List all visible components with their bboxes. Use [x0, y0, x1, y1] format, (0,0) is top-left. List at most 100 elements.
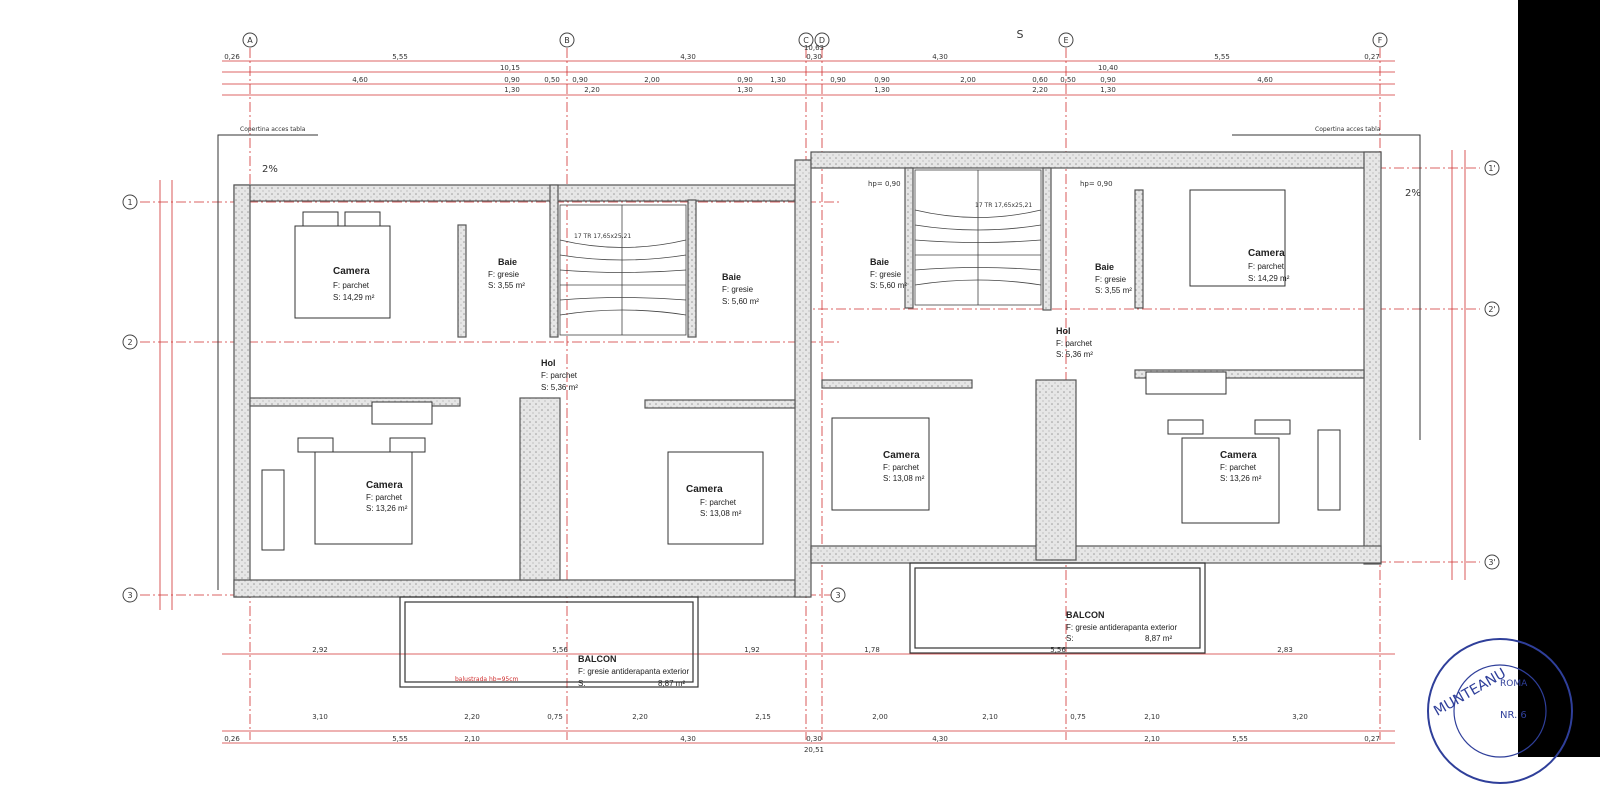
dim-top2-0: 10,15: [500, 64, 520, 72]
room-baie-2-name: Baie: [722, 272, 741, 282]
dim-bot2-7: 0,75: [1070, 713, 1086, 721]
dim-bot-total: 20,51: [804, 746, 824, 754]
room-baie-4-finish: F: gresie: [1095, 275, 1127, 284]
room-camera-nw-area: S: 14,29 m²: [333, 293, 375, 302]
room-balcon-e-area: 8,87 m²: [1145, 634, 1172, 643]
note-stair-w: 17 TR 17,65x25,21: [574, 233, 631, 240]
dim-top3-6: 1,30: [770, 76, 786, 84]
dim-top3-11: 0,50: [1060, 76, 1076, 84]
note-copertina-w: Copertina acces tabla: [240, 126, 306, 133]
dim-top4-1: 2,20: [584, 86, 600, 94]
room-camera-sw-area: S: 13,26 m²: [366, 504, 408, 513]
room-camera-sce-finish: F: parchet: [883, 463, 920, 472]
dim-bot3-5: 4,30: [932, 735, 948, 743]
dim-top3-12: 0,90: [1100, 76, 1116, 84]
dim-top2-1: 10,40: [1098, 64, 1118, 72]
room-baie-2-area: S: 5,60 m²: [722, 297, 759, 306]
walls: [233, 151, 1382, 598]
axis-row-1: 1: [127, 198, 132, 207]
dim-top3-8: 0,90: [874, 76, 890, 84]
room-camera-sw-name: Camera: [366, 480, 403, 491]
floor-plan: A B C D E F 1 2 3 3 1' 2' 3' S 0,26 5,55…: [122, 28, 1500, 754]
staircase-east: [914, 169, 1042, 306]
room-baie-4-name: Baie: [1095, 262, 1114, 272]
room-camera-ne-finish: F: parchet: [1248, 262, 1285, 271]
dim-top1-1: 5,55: [392, 53, 408, 61]
room-balcon-w-finish: F: gresie antiderapanta exterior: [578, 667, 690, 676]
dim-top1-3: 10,63: [804, 44, 824, 52]
dim-bot2-0: 3,10: [312, 713, 328, 721]
room-hol-w-area: S: 5,36 m²: [541, 383, 578, 392]
dim-bot2-8: 2,10: [1144, 713, 1160, 721]
room-baie-3-finish: F: gresie: [870, 270, 902, 279]
room-balcon-e-finish: F: gresie antiderapanta exterior: [1066, 623, 1178, 632]
stamp-name: MUNTEANU: [1431, 665, 1509, 719]
dim-top3-2: 0,50: [544, 76, 560, 84]
room-camera-ne-area: S: 14,29 m²: [1248, 274, 1290, 283]
room-balcon-e-name: BALCON: [1066, 610, 1105, 620]
dim-bot1-3: 1,78: [864, 646, 880, 654]
dim-bot3-7: 5,55: [1232, 735, 1248, 743]
room-camera-ne-name: Camera: [1248, 248, 1285, 259]
room-camera-scw-name: Camera: [686, 484, 723, 495]
room-baie-3-name: Baie: [870, 257, 889, 267]
axis-row-2: 2: [127, 338, 132, 347]
room-camera-nw-name: Camera: [333, 266, 370, 277]
dim-top4-4: 2,20: [1032, 86, 1048, 94]
room-hol-e-finish: F: parchet: [1056, 339, 1093, 348]
note-slope-e: 2%: [1405, 188, 1421, 199]
dim-top1-7: 0,27: [1364, 53, 1380, 61]
room-baie-1-area: S: 3,55 m²: [488, 281, 525, 290]
dimension-lines: [159, 60, 1466, 744]
dim-top3-0: 4,60: [352, 76, 368, 84]
dim-top1-5: 4,30: [932, 53, 948, 61]
axis-row-3p: 3': [1488, 558, 1495, 567]
axis-row-2p: 2': [1488, 305, 1495, 314]
axis-row-3: 3: [127, 591, 132, 600]
dim-bot1-4: 5,56: [1050, 646, 1066, 654]
room-hol-e-area: S: 5,36 m²: [1056, 350, 1093, 359]
dim-bot2-9: 3,20: [1292, 713, 1308, 721]
axis-row-1p: 1': [1488, 164, 1495, 173]
room-camera-se-area: S: 13,26 m²: [1220, 474, 1262, 483]
dim-top4-2: 1,30: [737, 86, 753, 94]
dim-top4-5: 1,30: [1100, 86, 1116, 94]
dim-bot3-1: 5,55: [392, 735, 408, 743]
dim-bot2-4: 2,15: [755, 713, 771, 721]
room-camera-scw-area: S: 13,08 m²: [700, 509, 742, 518]
note-stair-e: 17 TR 17,65x25,21: [975, 202, 1032, 209]
balconies: [399, 562, 1206, 688]
room-hol-w-finish: F: parchet: [541, 371, 578, 380]
room-hol-w-name: Hol: [541, 358, 556, 368]
dim-bot3-2: 2,10: [464, 735, 480, 743]
staircase-west: [559, 204, 687, 336]
note-balustrada: balustrada hb=95cm: [455, 676, 519, 683]
dim-top3-7: 0,90: [830, 76, 846, 84]
room-baie-4-area: S: 3,55 m²: [1095, 286, 1132, 295]
room-balcon-w-name: BALCON: [578, 654, 617, 664]
note-hp-w: hp= 0,90: [868, 180, 901, 188]
dim-bot1-0: 2,92: [312, 646, 328, 654]
axis-bubbles: [122, 32, 1500, 603]
dim-top1-2: 4,30: [680, 53, 696, 61]
note-slope-w: 2%: [262, 164, 278, 175]
room-camera-se-name: Camera: [1220, 450, 1257, 461]
room-balcon-e-area-label: S:: [1066, 634, 1074, 643]
dim-top3-9: 2,00: [960, 76, 976, 84]
dim-top3-5: 0,90: [737, 76, 753, 84]
dim-bot2-2: 0,75: [547, 713, 563, 721]
dim-bot1-5: 2,83: [1277, 646, 1293, 654]
dim-bot2-6: 2,10: [982, 713, 998, 721]
axis-col-d: D: [819, 36, 825, 45]
room-camera-sce-area: S: 13,08 m²: [883, 474, 925, 483]
axis-col-c: C: [803, 36, 809, 45]
dim-bot3-3: 4,30: [680, 735, 696, 743]
dim-bot2-1: 2,20: [464, 713, 480, 721]
room-baie-3-area: S: 5,60 m²: [870, 281, 907, 290]
room-baie-1-finish: F: gresie: [488, 270, 520, 279]
room-camera-scw-finish: F: parchet: [700, 498, 737, 507]
dim-top3-10: 0,60: [1032, 76, 1048, 84]
room-camera-sce-name: Camera: [883, 450, 920, 461]
dim-top3-3: 0,90: [572, 76, 588, 84]
furniture: [261, 189, 1341, 551]
